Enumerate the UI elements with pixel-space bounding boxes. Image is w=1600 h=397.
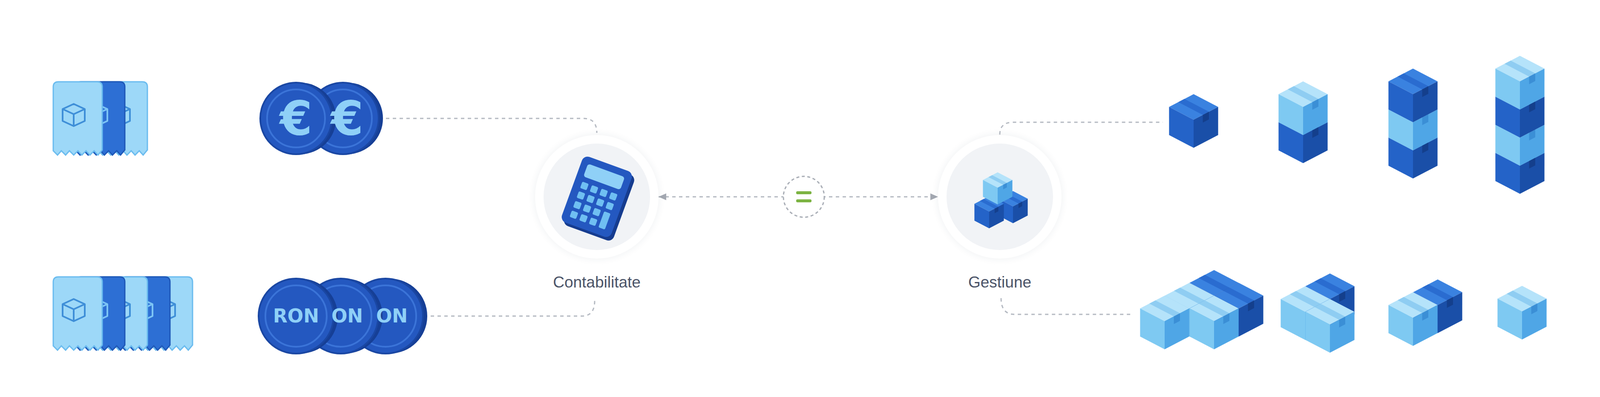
circle-fill (543, 143, 651, 251)
receipt-icon (143, 276, 193, 351)
boxes-icon (974, 172, 1028, 229)
coin-ring (313, 89, 372, 148)
coin-ring (265, 285, 327, 347)
box-cube (1189, 270, 1239, 324)
coin-label: ON (376, 306, 408, 326)
coin-edge (262, 278, 338, 354)
coin-ring (267, 89, 326, 148)
receipt-icon (75, 276, 125, 351)
box-cube (1412, 279, 1462, 334)
calculator-icon (559, 155, 637, 243)
box-cube (1305, 273, 1355, 328)
coin-label: RON (273, 306, 320, 326)
receipt-icon (75, 81, 125, 156)
node-label: Contabilitate (552, 273, 641, 292)
leader-lines (379, 118, 1163, 317)
box-cube (1495, 140, 1545, 194)
calculator-body (560, 155, 634, 239)
ron-coins (258, 278, 428, 354)
box-cube (1305, 299, 1355, 353)
coin-label: ON (331, 306, 363, 326)
receipt-stack (53, 81, 148, 156)
box-cube (1214, 282, 1264, 337)
leader-line (379, 118, 597, 133)
equals-circle (783, 176, 825, 218)
box-cube (1495, 55, 1545, 110)
box-cube (1388, 96, 1438, 151)
circle-fill (946, 143, 1054, 251)
calculator-keys (569, 181, 618, 230)
coin-label: € (279, 94, 313, 142)
receipt-icon (98, 276, 148, 351)
box-cube (1388, 292, 1438, 346)
coin-face (260, 82, 332, 155)
node-label: Gestiune (968, 273, 1032, 292)
coin-face (258, 278, 334, 354)
equals-symbol (783, 176, 825, 218)
leader-line (1001, 298, 1134, 315)
box-cube (1278, 81, 1328, 136)
coin-label: € (330, 94, 364, 142)
box-cube (1280, 286, 1330, 340)
leader-line (999, 122, 1163, 135)
box-cube (1168, 94, 1218, 148)
equals-bar (796, 199, 812, 203)
coin-edge (311, 82, 383, 155)
node-circle: Gestiune (938, 135, 1062, 259)
box-cube (974, 195, 1004, 229)
box-cube (1164, 282, 1214, 337)
coin-face (303, 278, 379, 354)
box-cube (982, 172, 1013, 205)
box-cube (1388, 68, 1438, 123)
box-stacks (1168, 55, 1545, 194)
coin-face (307, 82, 379, 155)
box-cube (1497, 285, 1547, 340)
coin-ring (310, 285, 372, 347)
coin-ring (354, 285, 417, 347)
box-clusters (1139, 270, 1547, 353)
box-cube (1495, 112, 1545, 166)
dashed-connector (658, 196, 939, 198)
box-cube (1189, 295, 1239, 350)
box-cube (1278, 109, 1328, 164)
node-circle: Contabilitate (535, 135, 659, 259)
box-cube (998, 190, 1028, 224)
calculator-screen (583, 163, 625, 190)
coin-edge (264, 82, 337, 155)
leader-line (423, 300, 595, 317)
receipt-icon (98, 81, 148, 156)
box-cube (1495, 83, 1545, 138)
receipt-stack (53, 276, 193, 351)
euro-coins (260, 82, 383, 155)
receipt-icon (53, 276, 103, 351)
box-cube (1388, 124, 1438, 179)
coin-edge (307, 278, 383, 354)
receipt-icon (120, 276, 170, 351)
calculator-side (562, 158, 636, 243)
coin-face (348, 278, 424, 354)
box-cube (1139, 295, 1189, 350)
receipt-icon (53, 81, 103, 156)
coin-edge (352, 278, 428, 354)
equals-bar (796, 191, 812, 195)
